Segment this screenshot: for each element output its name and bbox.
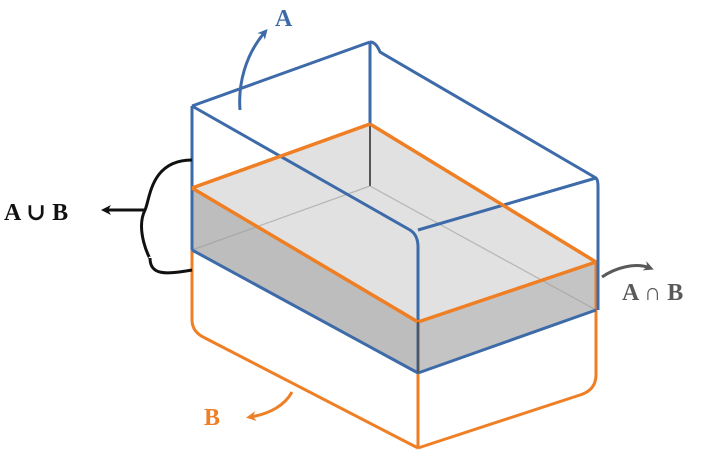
overlap-slab [191, 124, 597, 373]
label-a: A [275, 6, 293, 32]
intersection-arrow [601, 261, 654, 279]
box-a [190, 40, 600, 375]
union-brace [140, 158, 193, 275]
overlap-top-face [192, 124, 596, 322]
label-union: A ∪ B [4, 200, 68, 226]
a-arrow [238, 28, 268, 111]
overlap-front-face [192, 188, 418, 373]
label-b: B [204, 405, 220, 431]
label-intersection: A ∩ B [622, 280, 683, 306]
overlap-right-face [418, 262, 596, 373]
b-arrow [246, 391, 294, 422]
